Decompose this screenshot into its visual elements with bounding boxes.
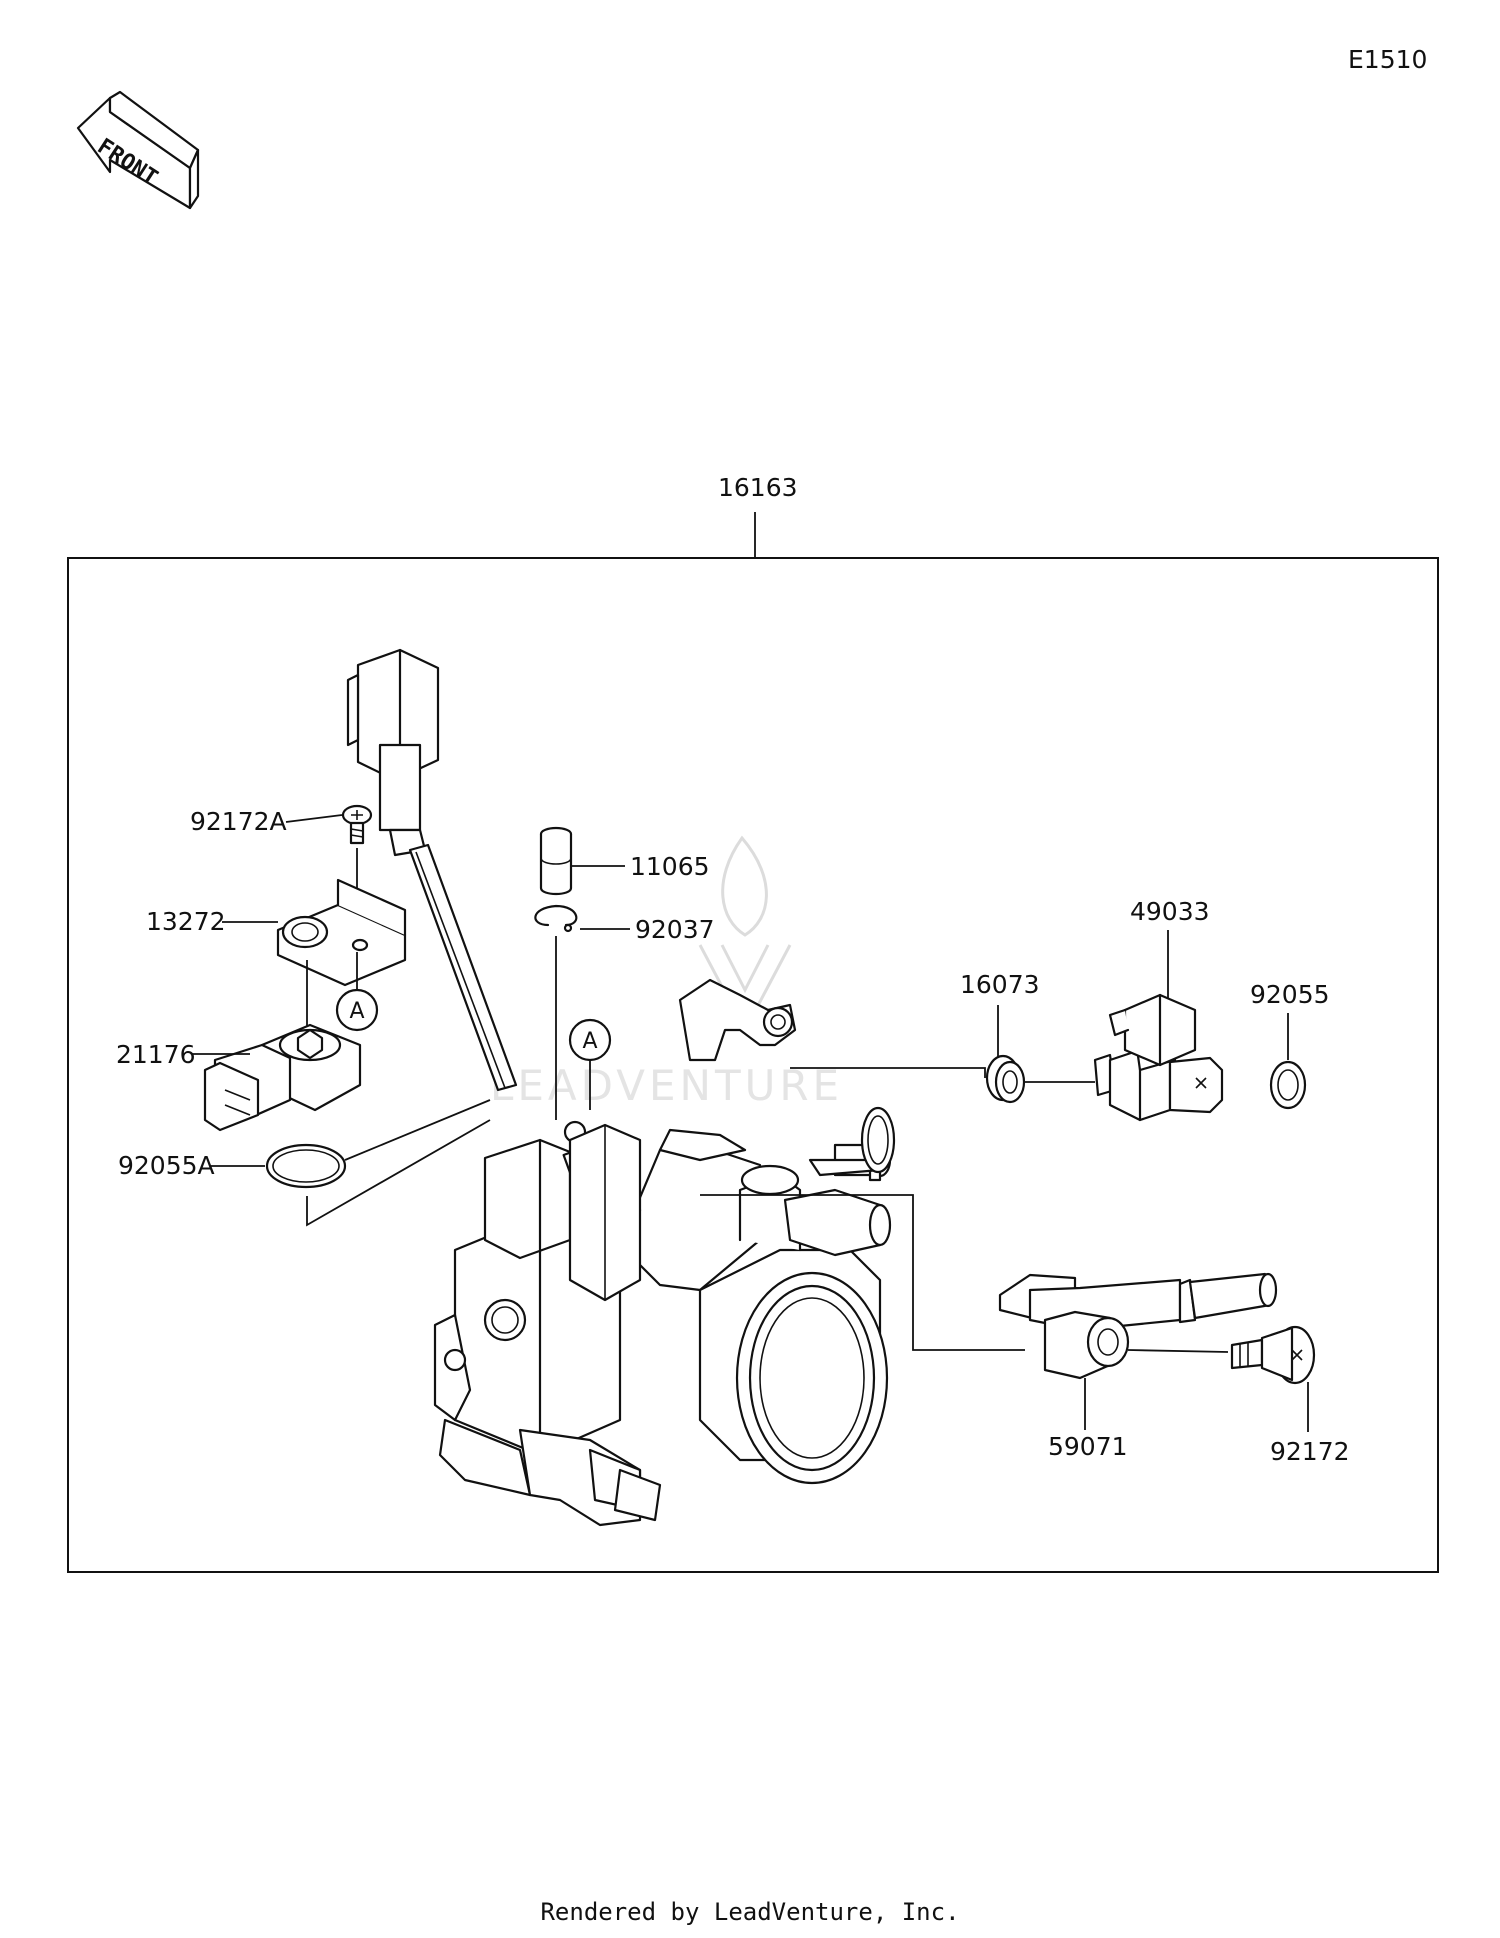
assembly-frame: [67, 557, 1439, 1573]
label-21176: 21176: [116, 1040, 196, 1069]
svg-text:A: A: [349, 999, 364, 1024]
bracket-13272: [276, 878, 407, 987]
label-92055: 92055: [1250, 980, 1330, 1009]
clip-92037: [534, 904, 578, 933]
seal-16073: [985, 1054, 1026, 1104]
label-16073: 16073: [960, 970, 1040, 999]
sensor-49033: [1093, 993, 1224, 1122]
label-92037: 92037: [635, 915, 715, 944]
washer-92055: [1269, 1060, 1307, 1110]
screw-92172: [1230, 1325, 1316, 1385]
label-92172: 92172: [1270, 1437, 1350, 1466]
label-13272: 13272: [146, 907, 226, 936]
front-arrow-icon: FRONT: [76, 90, 200, 210]
assembly-part-number: 16163: [718, 473, 798, 502]
label-49033: 49033: [1130, 897, 1210, 926]
screw-92172a: [341, 804, 373, 845]
diagram-code: E1510: [1348, 45, 1427, 74]
label-92172a: 92172A: [190, 807, 287, 836]
wiring-harness-connector: [346, 648, 518, 1092]
label-92055a: 92055A: [118, 1151, 215, 1180]
sensor-21176: [203, 1023, 362, 1132]
throttle-body-16163: [433, 978, 896, 1527]
cap-11065: [539, 826, 573, 896]
label-11065: 11065: [630, 852, 710, 881]
callout-a-left: [335, 988, 379, 1032]
o-ring-92055a: [265, 1143, 347, 1189]
fitting-59071: [998, 1272, 1278, 1380]
svg-text:A: A: [582, 1029, 597, 1054]
footer-credit: Rendered by LeadVenture, Inc.: [540, 1898, 960, 1926]
watermark-text: LEADVENTURE: [490, 1061, 843, 1110]
label-59071: 59071: [1048, 1432, 1128, 1461]
